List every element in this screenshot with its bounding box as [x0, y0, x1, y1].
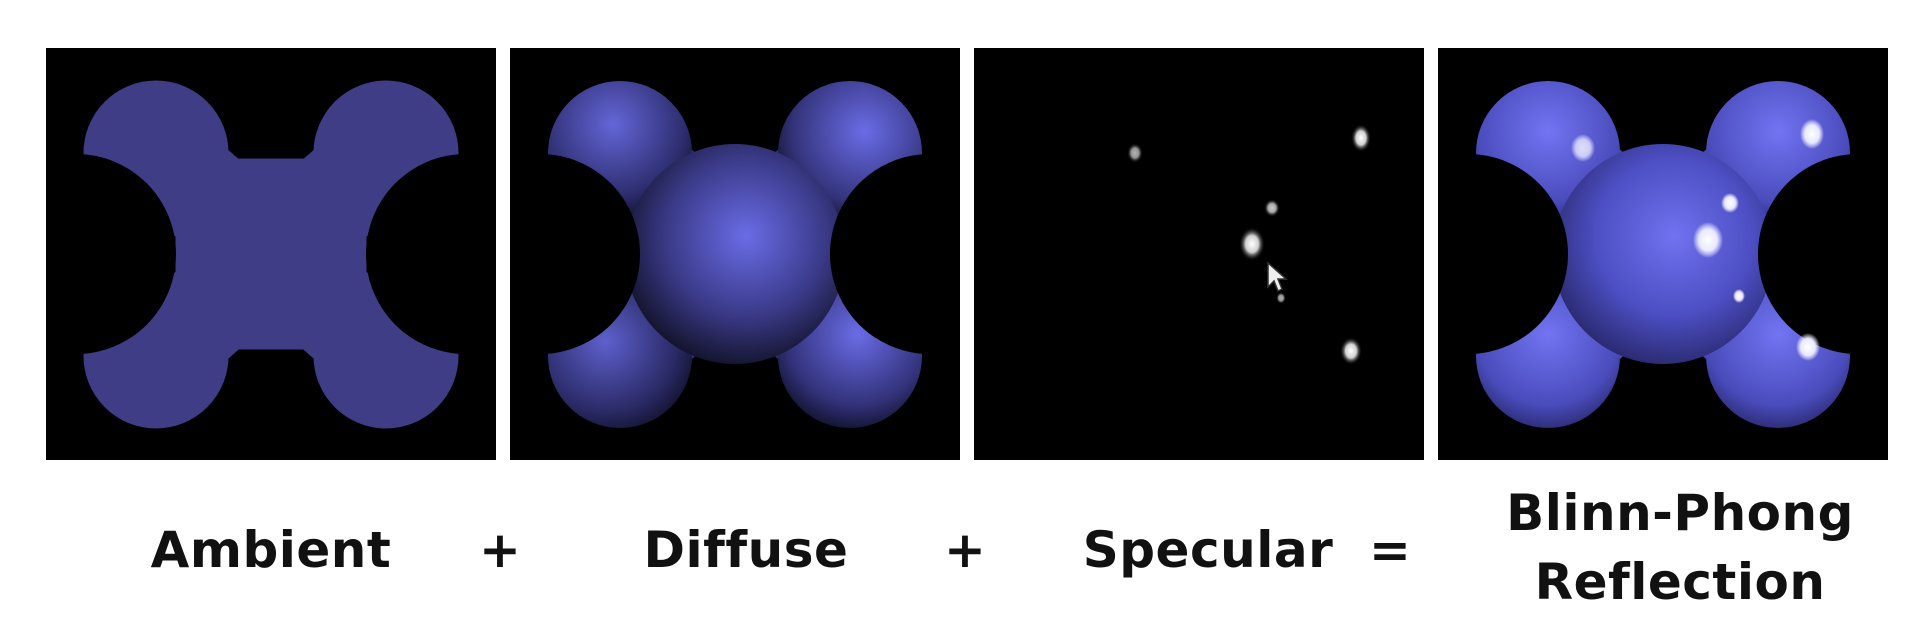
specular-highlight — [1127, 143, 1143, 163]
diffuse-label: Diffuse — [643, 521, 849, 579]
ambient-panel — [46, 48, 496, 460]
diffuse-shape — [510, 48, 960, 460]
blinn-phong-panel — [1438, 48, 1888, 460]
specular-highlight — [1340, 337, 1362, 365]
specular-panel — [974, 48, 1424, 460]
specular-label: Specular — [1082, 521, 1334, 579]
ambient-shape — [46, 48, 496, 460]
specular-highlights — [1127, 124, 1371, 365]
blinn-phong-label-line2: Reflection — [1534, 553, 1826, 611]
diffuse-panel — [510, 48, 960, 460]
plus-operator: + — [479, 521, 521, 579]
blinn-phong-label-line1: Blinn-Phong — [1506, 484, 1854, 542]
blinn-phong-shape — [1438, 48, 1888, 460]
specular-highlight — [1351, 124, 1371, 152]
plus-operator: + — [944, 521, 986, 579]
specular-highlight — [1239, 227, 1265, 261]
specular-highlight — [1264, 199, 1280, 217]
mouse-pointer-icon — [1267, 261, 1288, 293]
ambient-label: Ambient — [150, 521, 392, 579]
specular-highlight — [1276, 292, 1286, 304]
equals-operator: = — [1369, 521, 1411, 579]
